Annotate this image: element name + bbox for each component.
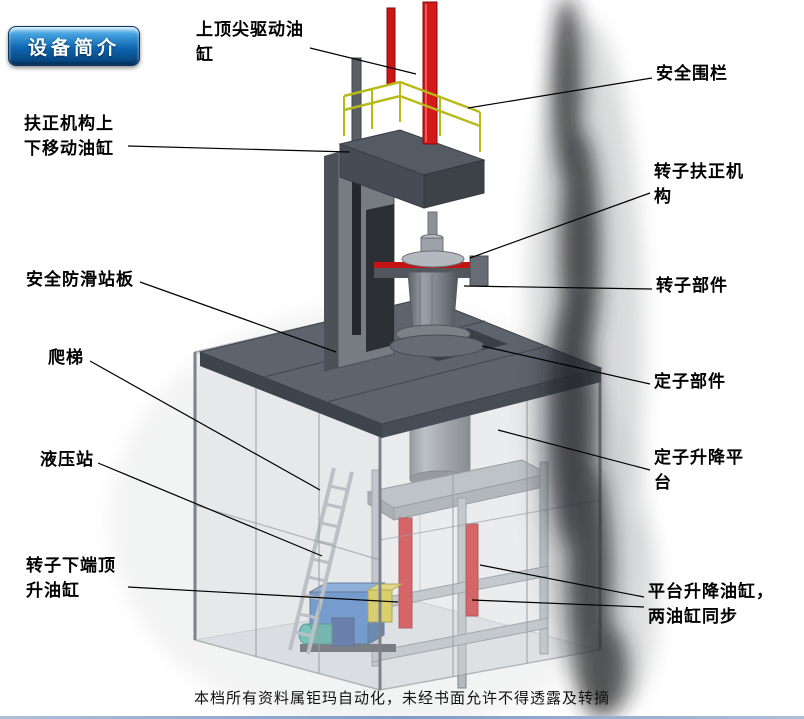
label-rotor-righting-mechanism: 转子扶正机 构 [654,162,744,206]
leader-hydraulic-station [97,462,323,557]
label-platform-lift-cylinders: 平台升降油缸， 两油缸同步 [648,582,774,626]
access-ladder [288,467,354,655]
label-stator-part: 定子部件 [654,372,726,391]
label-rotor-part: 转子部件 [656,276,728,295]
label-hydraulic-station: 液压站 [40,450,94,469]
confidentiality-footer: 本档所有资料属钜玛自动化，未经书面允许不得透露及转摘 [193,691,610,707]
bottom-divider [0,716,804,719]
safety-railing [343,80,481,152]
leader-safety-fence [467,77,653,109]
leader-righting-move-cylinder [127,145,351,153]
label-safety-fence: 安全围栏 [656,64,728,83]
label-stator-lift-platform: 定子升降平 台 [654,448,744,492]
label-ladder: 爬梯 [48,348,84,367]
work-platform [198,297,603,438]
platform-lift-cylinders [398,517,479,629]
leader-platform-lift-b [471,599,645,608]
leader-ladder [89,360,321,491]
label-anti-slip-standing-plate: 安全防滑站板 [26,270,134,289]
leader-rotor-part [463,285,653,290]
smoke-shadow [527,0,658,716]
label-rotor-jack-cylinder: 转子下端顶 升油缸 [26,556,116,600]
leader-stator-lift-platform [497,429,651,471]
leader-rotor-righting [469,192,651,259]
label-top-drive-cylinder: 上顶尖驱动油 缸 [196,20,304,64]
leader-platform-lift-a [479,564,645,598]
leader-anti-slip-plate [139,281,337,353]
leader-lines [89,47,653,608]
label-righting-move-cylinder: 扶正机构上 下移动油缸 [24,114,114,158]
title-badge: 设备简介 [8,26,140,66]
leader-stator-part [481,345,651,385]
leader-rotor-jack-cylinder [127,586,399,603]
leader-top-drive-cylinder [309,47,417,75]
